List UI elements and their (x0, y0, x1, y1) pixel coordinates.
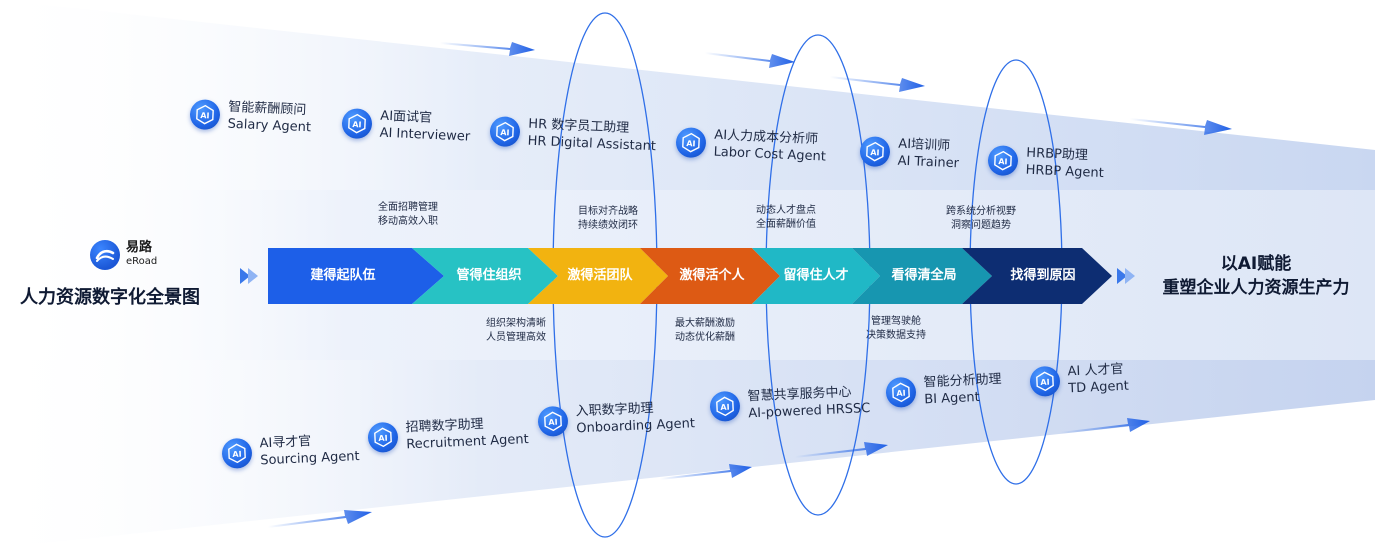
svg-text:AI: AI (200, 111, 210, 120)
svg-text:AI: AI (686, 139, 696, 148)
stage-chevron-4 (640, 248, 780, 304)
note-top-4: 跨系统分析视野洞察问题趋势 (946, 206, 1016, 231)
ai-chip-icon: AI (341, 108, 373, 140)
stage-chevron-2 (412, 248, 558, 304)
stage-chevron-5 (752, 248, 880, 304)
stage-chevron-6 (852, 248, 992, 304)
right-title: 以AI赋能 重塑企业人力资源生产力 (1140, 252, 1372, 300)
flow-arrows-bottom (268, 418, 1150, 528)
svg-text:AI: AI (998, 157, 1008, 166)
stage-label-3: 激得活团队 (567, 268, 633, 283)
ai-chip-icon: AI (885, 376, 917, 408)
logo-name-cn: 易路 (126, 240, 153, 255)
agent-name-en: Salary Agent (227, 116, 312, 136)
flow-arrows-top (440, 42, 1232, 135)
eroad-logo-icon (90, 240, 120, 270)
page-title: 人力资源数字化全景图 (20, 287, 200, 308)
svg-text:AI: AI (896, 389, 906, 398)
note-top-2: 目标对齐战略持续绩效闭环 (578, 206, 638, 231)
stage-chevron-1 (268, 248, 444, 304)
svg-text:AI: AI (352, 120, 362, 129)
play-arrow-icon (1117, 268, 1127, 284)
logo-name-en: eRoad (126, 256, 158, 267)
note-top-3: 动态人才盘点全面薪酬价值 (756, 205, 816, 230)
agent-name-en: AI Trainer (897, 153, 960, 172)
ai-chip-icon: AI (489, 116, 521, 148)
stage-label-5: 留得住人才 (783, 268, 849, 283)
svg-text:AI: AI (378, 434, 388, 443)
stage-pipeline (268, 248, 1112, 304)
ai-chip-icon: AI (675, 127, 707, 159)
stage-label-4: 激得活个人 (679, 268, 745, 283)
bottom-band (0, 360, 1375, 548)
svg-text:AI: AI (870, 148, 880, 157)
ai-chip-icon: AI (987, 145, 1019, 177)
ai-chip-icon: AI (537, 405, 569, 437)
stage-label-2: 管得住组织 (456, 268, 522, 283)
stage-label-1: 建得起队伍 (310, 268, 376, 283)
svg-text:AI: AI (232, 450, 242, 459)
note-top-1: 全面招聘管理移动高效入职 (378, 202, 438, 227)
note-bottom-2: 最大薪酬激励动态优化薪酬 (675, 318, 735, 343)
agent-name-cn: 智能分析助理 (923, 371, 1002, 391)
ai-chip-icon: AI (859, 136, 891, 168)
eroad-logo: 易路 eRoad (90, 240, 157, 270)
ai-chip-icon: AI (189, 99, 221, 131)
ai-chip-icon: AI (221, 437, 253, 469)
svg-text:AI: AI (720, 403, 730, 412)
agent-name-en: BI Agent (924, 389, 980, 408)
svg-text:AI: AI (548, 418, 558, 427)
ai-chip-icon: AI (1029, 365, 1061, 397)
right-title-line-1: 以AI赋能 (1220, 254, 1292, 274)
stage-label-7: 找得到原因 (1010, 268, 1076, 283)
svg-text:AI: AI (500, 128, 510, 137)
note-bottom-3: 管理驾驶舱决策数据支持 (866, 316, 926, 341)
play-arrow-icon (248, 268, 258, 284)
ai-chip-icon: AI (709, 390, 741, 422)
note-bottom-1: 组织架构清晰人员管理高效 (486, 318, 546, 343)
stage-chevron-3 (528, 248, 668, 304)
stage-label-6: 看得清全局 (891, 268, 957, 283)
svg-text:AI: AI (1040, 378, 1050, 387)
top-band (0, 0, 1375, 190)
play-arrow-icon (240, 268, 250, 284)
right-title-line-2: 重塑企业人力资源生产力 (1162, 278, 1350, 298)
agent-name-en: HRBP Agent (1025, 162, 1105, 182)
agent-name-en: TD Agent (1068, 378, 1130, 397)
play-arrow-icon (1125, 268, 1135, 284)
stage-chevron-7 (962, 248, 1112, 304)
ai-chip-icon: AI (367, 421, 399, 453)
